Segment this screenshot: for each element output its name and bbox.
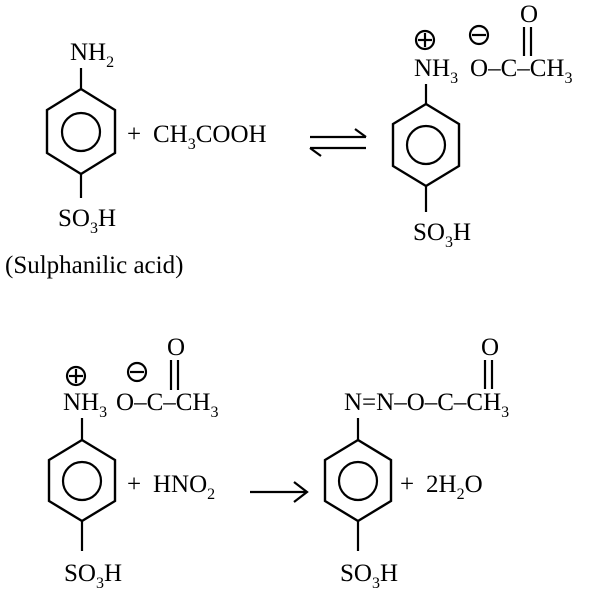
positive-charge-icon	[414, 29, 436, 51]
carbonyl-oxygen: O	[167, 334, 185, 361]
sulfonic-acid-label: SO3H	[413, 219, 471, 251]
carbonyl-oxygen: O	[520, 1, 538, 28]
aromatic-circle	[61, 460, 103, 502]
acetate-label: O–C–CH3	[116, 389, 218, 421]
plus-sign: +	[127, 471, 141, 498]
benzene-ring	[323, 438, 393, 523]
aromatic-circle	[405, 124, 447, 166]
compound-name-sulphanilic-acid: (Sulphanilic acid)	[5, 252, 183, 279]
amine-label: NH2	[70, 39, 114, 71]
ammonium-label: NH3	[63, 389, 107, 421]
positive-charge-icon	[65, 365, 87, 387]
benzene-ring	[47, 438, 117, 523]
aromatic-circle	[60, 111, 102, 153]
sulfonic-acid-label: SO3H	[58, 205, 116, 237]
negative-charge-icon	[468, 24, 490, 46]
anilinium-acetate-structure: O NH3 O–C–CH3 SO3H	[391, 1, 572, 251]
plus-sign: +	[127, 121, 141, 148]
carbonyl-oxygen: O	[481, 334, 499, 361]
anilinium-acetate-structure-2: O NH3 O–C–CH3 SO3H	[47, 334, 218, 592]
water-formula: 2H2O	[426, 471, 483, 503]
benzene-ring	[391, 102, 461, 188]
nitrous-acid-formula: HNO2	[153, 471, 215, 503]
sulfonic-acid-label: SO3H	[340, 560, 398, 592]
plus-sign: +	[400, 471, 414, 498]
azo-acetate-label: N=N–O–C–CH3	[344, 389, 509, 421]
acetic-acid-formula: CH3COOH	[153, 121, 267, 153]
aromatic-circle	[337, 460, 379, 502]
reaction-arrow	[250, 481, 309, 503]
negative-charge-icon	[126, 361, 148, 383]
sulfonic-acid-label: SO3H	[64, 560, 122, 592]
equilibrium-arrow	[309, 128, 367, 157]
sulphanilic-acid-structure: NH2 SO3H (Sulphanilic acid)	[5, 39, 183, 279]
benzene-ring	[45, 87, 117, 176]
ammonium-label: NH3	[414, 55, 458, 87]
diazo-acetate-structure: O N=N–O–C–CH3 SO3H	[323, 334, 509, 592]
acetate-label: O–C–CH3	[470, 55, 572, 87]
